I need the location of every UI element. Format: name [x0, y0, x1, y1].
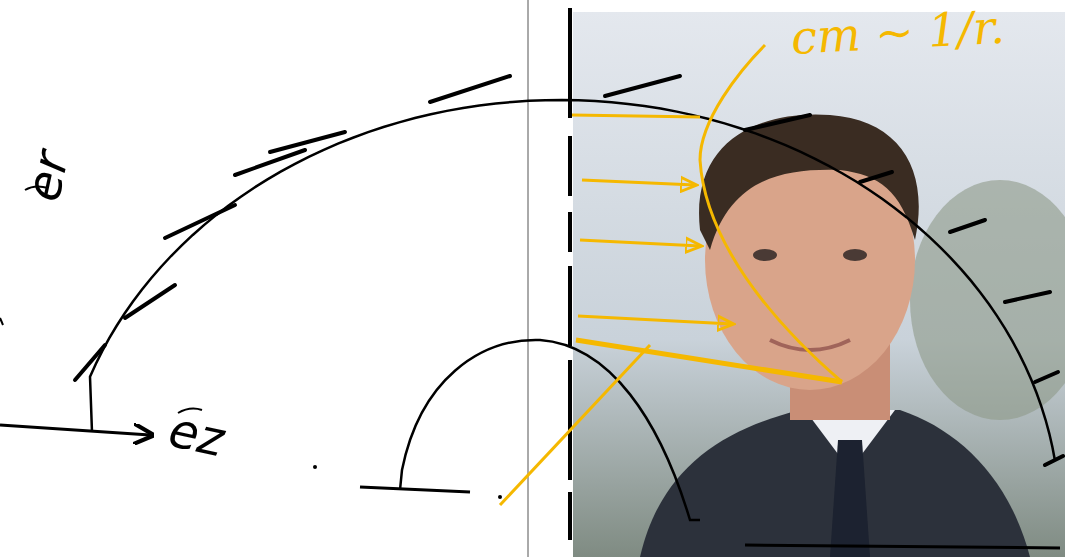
- base-line: [745, 545, 1060, 548]
- photo: [573, 12, 1065, 557]
- vector-label: ez: [165, 405, 229, 463]
- dot: [313, 465, 317, 469]
- vector-label: er: [18, 147, 75, 205]
- axis-arrow: [0, 425, 150, 435]
- velocity-profile: [500, 45, 842, 505]
- inner-arc: [400, 340, 700, 520]
- base-line: [360, 487, 470, 492]
- tick: [0, 318, 3, 325]
- annotation: cm ~ 1/r.: [790, 4, 1006, 61]
- outer-arc: [90, 100, 1055, 461]
- section-line: [568, 8, 572, 540]
- dot: [498, 495, 502, 499]
